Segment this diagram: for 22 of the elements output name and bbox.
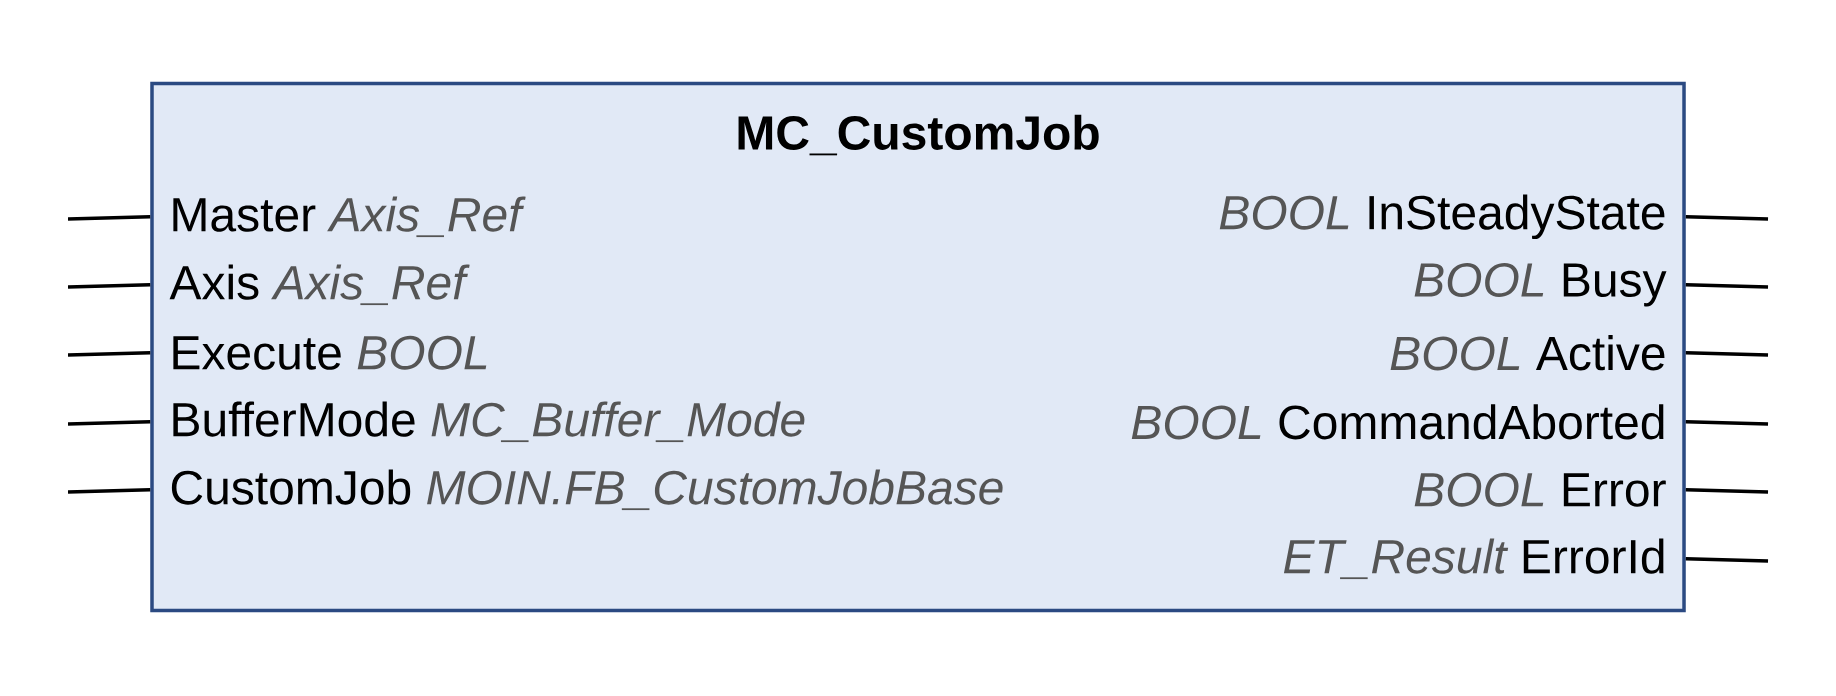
pin-line — [1685, 420, 1769, 426]
pin-line — [1685, 283, 1769, 289]
input-pin-label: Master Axis_Ref — [173, 196, 526, 238]
pin-line — [1685, 488, 1769, 494]
output-pin-label: BOOL Active — [1390, 335, 1665, 371]
output-pin-label: BOOL InSteadyState — [1219, 194, 1665, 240]
input-pin-label: Axis Axis_Ref — [169, 264, 470, 306]
input-pin-label: CustomJob MOIN.FB_CustomJobBase — [171, 469, 1003, 511]
pin-line — [1685, 351, 1769, 357]
output-pin-label: BOOL Busy — [1414, 263, 1667, 307]
output-pin-label: BOOL Error — [1414, 472, 1666, 507]
pin-line — [1685, 215, 1769, 221]
input-pin-label: BufferMode MC_Buffer_Mode — [173, 401, 805, 443]
input-pin-label: Execute BOOL — [173, 335, 487, 370]
output-pin-label: ET_Result ErrorId — [1283, 538, 1664, 580]
pin-line — [1685, 557, 1769, 563]
pin-line — [67, 351, 151, 357]
output-pin-label: BOOL CommandAborted — [1131, 404, 1664, 440]
pin-line — [67, 215, 151, 221]
pin-line — [67, 420, 151, 426]
pin-line — [67, 283, 151, 289]
pin-line — [67, 488, 151, 494]
